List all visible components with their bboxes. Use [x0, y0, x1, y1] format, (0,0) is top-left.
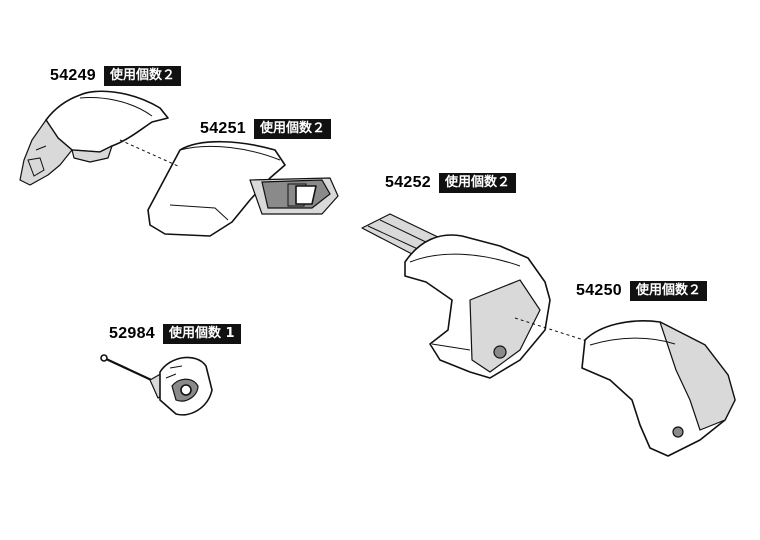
callout-52984: 52984 使用個数 1 — [109, 324, 241, 344]
part-number: 54252 — [385, 174, 431, 191]
assembly-guide-line-right — [514, 317, 591, 343]
part-number: 54251 — [200, 120, 246, 137]
part-number: 54250 — [576, 282, 622, 299]
quantity-badge: 使用個数２ — [630, 281, 708, 301]
part-52984-drawing — [100, 354, 213, 416]
callout-54250: 54250 使用個数２ — [576, 281, 708, 301]
callout-54252: 54252 使用個数２ — [385, 173, 517, 193]
part-54250-drawing — [581, 320, 736, 457]
callout-54251: 54251 使用個数２ — [200, 119, 332, 139]
part-54249-drawing — [19, 90, 169, 186]
assembly-guide-line — [119, 139, 179, 167]
part-number: 54249 — [50, 67, 96, 84]
quantity-badge: 使用個数２ — [254, 119, 332, 139]
quantity-badge: 使用個数 1 — [163, 324, 241, 344]
quantity-badge: 使用個数２ — [104, 66, 182, 86]
callout-54249: 54249 使用個数２ — [50, 66, 182, 86]
quantity-badge: 使用個数２ — [439, 173, 517, 193]
part-number: 52984 — [109, 325, 155, 342]
part-54252-drawing — [361, 213, 551, 379]
part-54251-drawing — [147, 140, 339, 237]
